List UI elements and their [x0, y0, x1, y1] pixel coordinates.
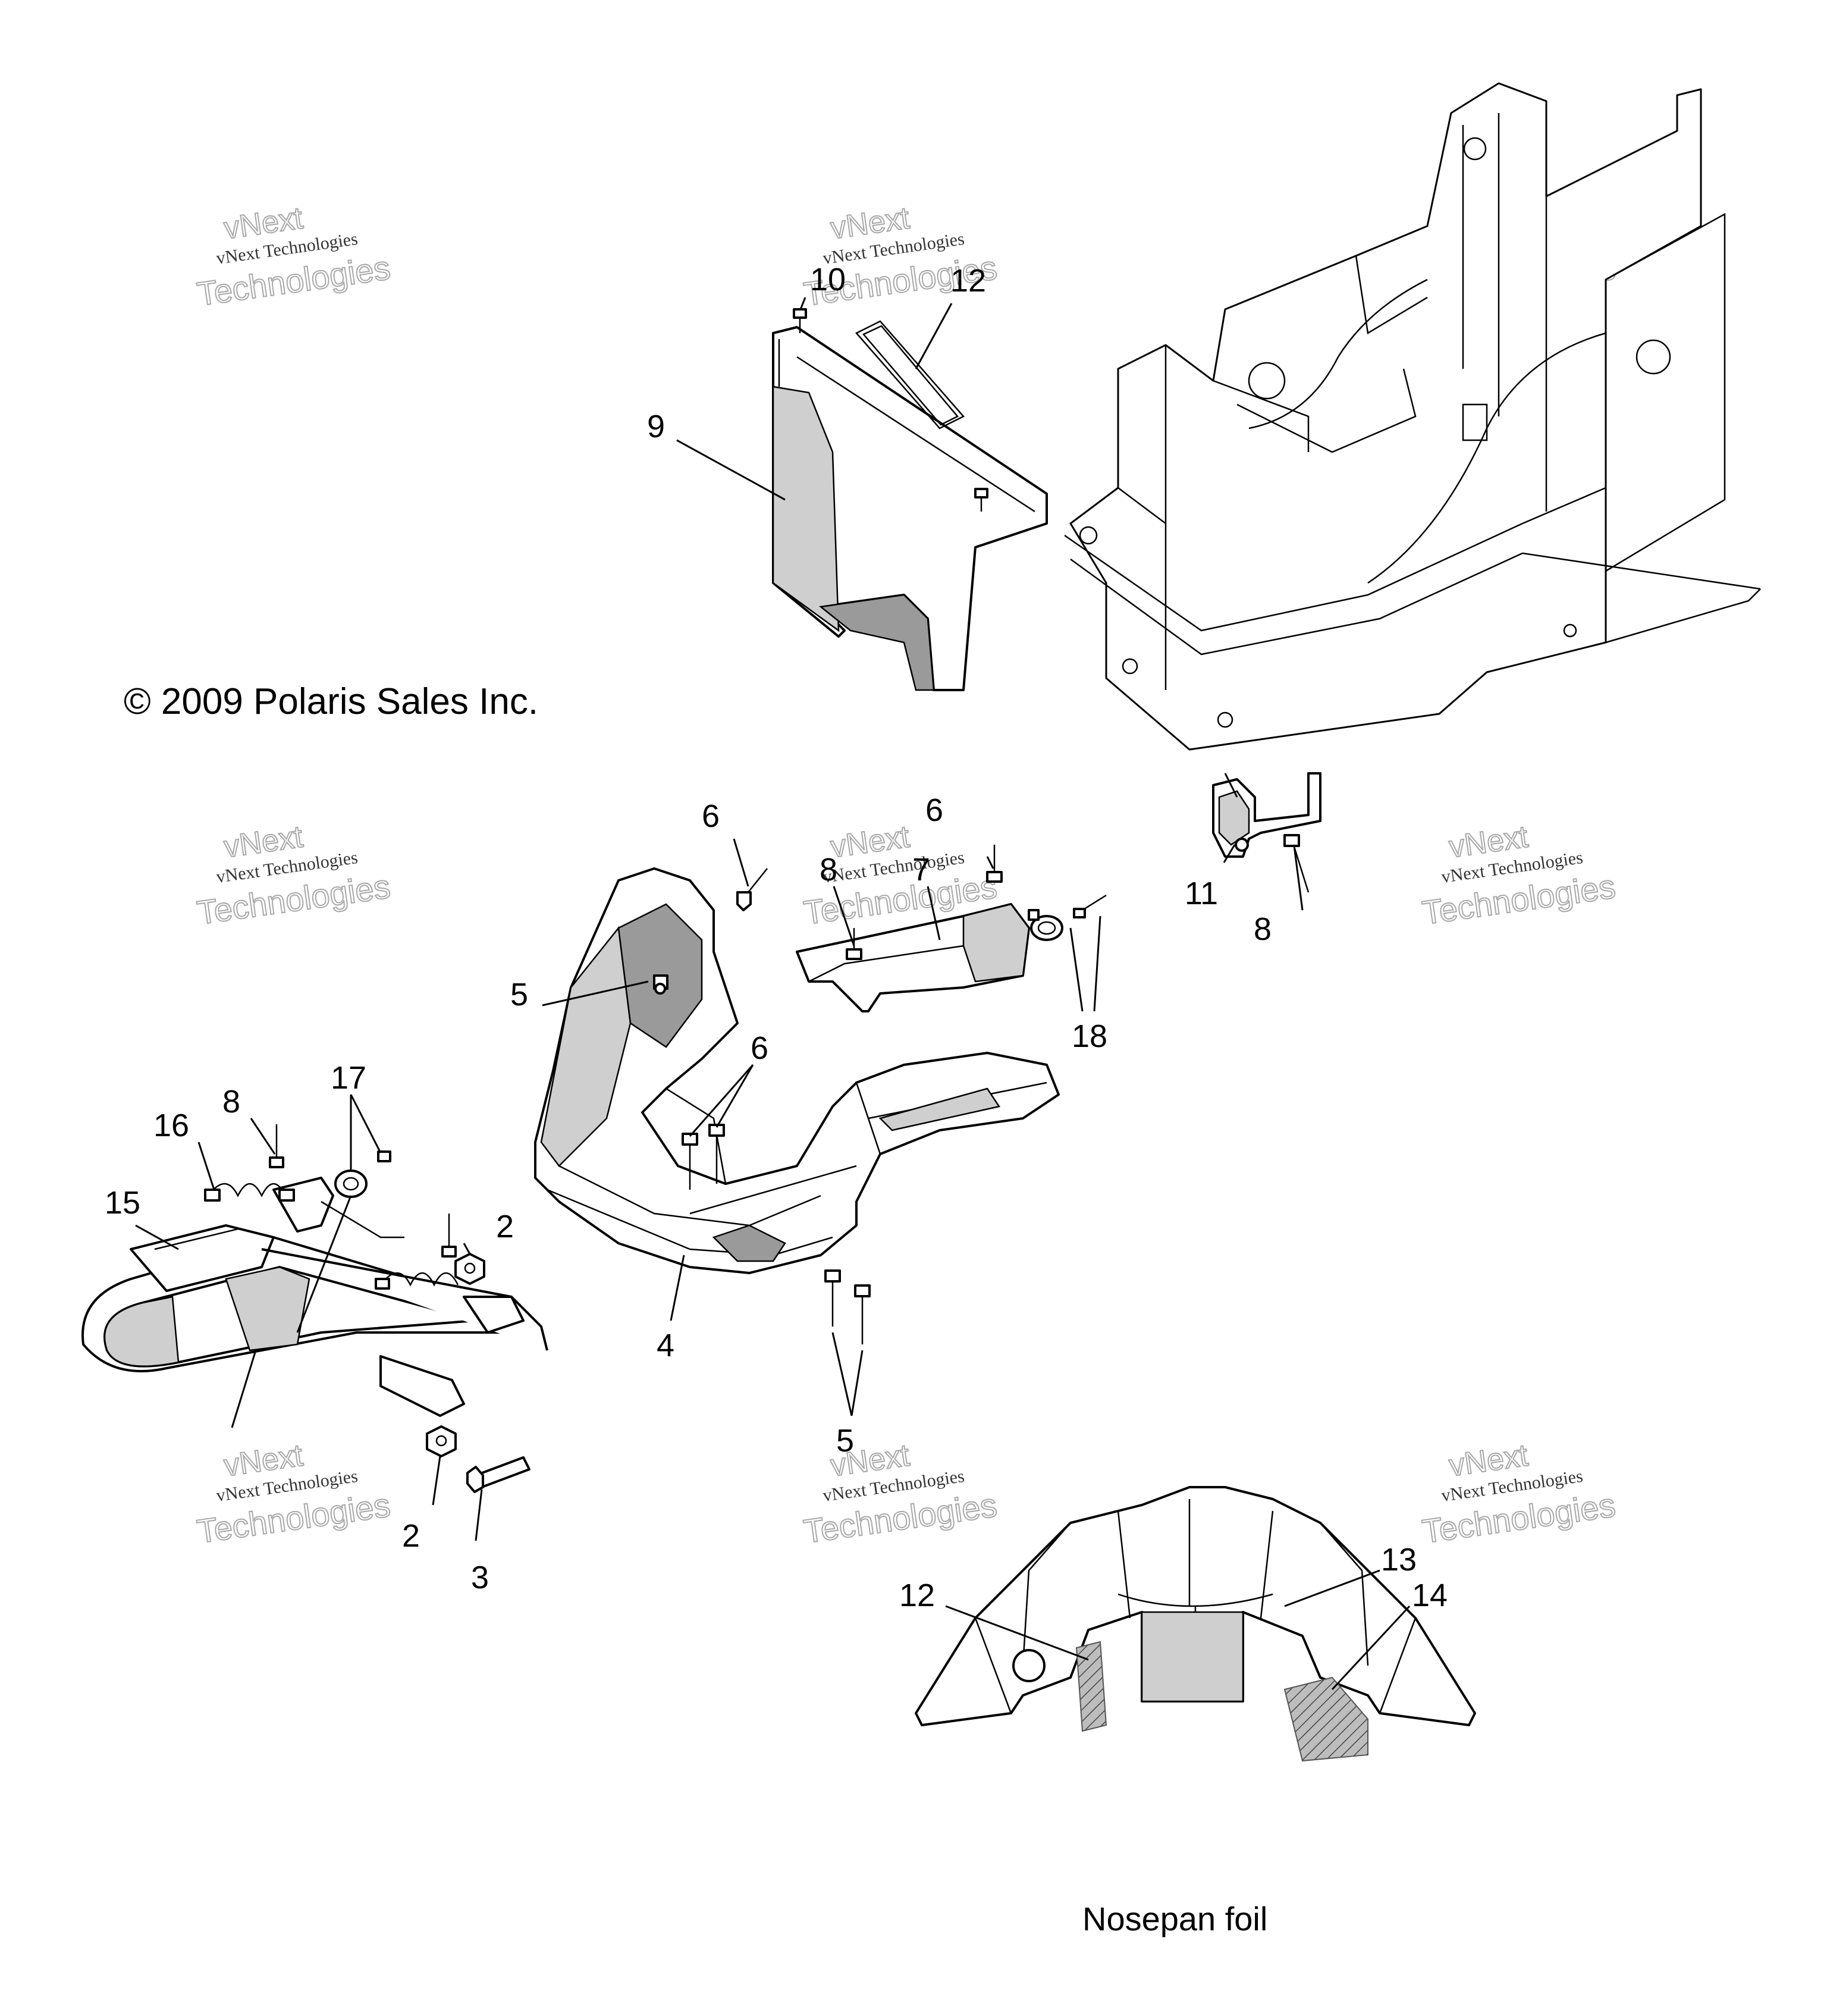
part-18-clamp — [1028, 894, 1107, 941]
part-2-nut-lower — [426, 1425, 457, 1457]
part-5-fasteners-pair — [824, 1269, 871, 1344]
part-12-foil-left — [1075, 1641, 1107, 1732]
copyright-notice: © 2009 Polaris Sales Inc. — [124, 681, 538, 722]
callout-6-pair: 6 — [751, 1030, 768, 1066]
callout-9: 9 — [647, 409, 665, 444]
watermark-9: vNext vNext Technologies Technologies — [1420, 1438, 1618, 1551]
part-8-screw-lower — [441, 1214, 457, 1258]
callout-18: 18 — [1072, 1018, 1107, 1054]
callout-17: 17 — [331, 1060, 366, 1096]
leader-lines — [135, 297, 1411, 1691]
callout-6-top: 6 — [702, 798, 720, 834]
callout-15: 15 — [105, 1185, 140, 1221]
chassis-frame — [1064, 82, 1761, 751]
part-5-fastener-upper — [653, 974, 668, 995]
watermark-8: vNext vNext Technologies Technologies — [801, 1438, 1000, 1551]
callout-2-lower: 2 — [402, 1518, 420, 1554]
callout-6-shield: 6 — [925, 792, 943, 828]
nosepan-foil-view — [915, 1486, 1476, 1726]
callout-7: 7 — [912, 852, 930, 888]
callout-14: 14 — [1412, 1578, 1448, 1613]
callout-11: 11 — [1185, 876, 1218, 911]
part-6-screw-shield — [986, 845, 1003, 883]
part-12-decal — [855, 320, 965, 429]
part-8-screw-spring — [269, 1124, 284, 1168]
callout-3: 3 — [471, 1560, 489, 1595]
callout-8-shield: 8 — [820, 852, 837, 888]
part-9-panel — [772, 326, 1048, 691]
watermark-6: vNext vNext Technologies Technologies — [1420, 819, 1618, 932]
callout-8-spring: 8 — [222, 1084, 240, 1120]
part-15-bumper — [81, 1177, 548, 1417]
callout-2-upper: 2 — [496, 1209, 514, 1244]
part-8-screw-bracket — [1283, 834, 1310, 893]
watermark-1: vNext vNext Technologies Technologies — [194, 200, 393, 313]
part-14-foil-right — [1283, 1676, 1368, 1762]
callout-16: 16 — [153, 1108, 189, 1143]
nosepan-foil-caption: Nosepan foil — [1082, 1900, 1267, 1937]
part-10-screw-a — [793, 308, 807, 333]
callout-13: 13 — [1381, 1542, 1417, 1578]
part-16-spring-lower — [375, 1272, 459, 1290]
part-17-clamp — [334, 1150, 391, 1198]
part-6-fastener-top — [736, 868, 768, 911]
part-2-nut-upper — [454, 1253, 485, 1285]
callout-5-lower: 5 — [836, 1423, 854, 1459]
callout-labels: 10 12 9 11 8 6 8 7 6 18 5 6 4 5 17 8 16 … — [105, 262, 1448, 1613]
callout-8-bracket: 8 — [1254, 911, 1272, 947]
callout-12-foil: 12 — [899, 1578, 935, 1613]
part-8-screw-shield — [846, 928, 862, 960]
part-7-shield — [796, 903, 1030, 1012]
callout-5-upper: 5 — [510, 977, 528, 1012]
watermark-7: vNext vNext Technologies Technologies — [194, 1438, 393, 1551]
part-10-screw-b — [974, 488, 988, 512]
callout-4: 4 — [657, 1328, 674, 1363]
part-6-fasteners-pair — [682, 1124, 725, 1190]
callout-10: 10 — [810, 262, 846, 297]
watermark-4: vNext vNext Technologies Technologies — [194, 819, 393, 932]
part-16-spring-top — [204, 1183, 295, 1202]
part-11-bracket — [1212, 772, 1321, 858]
part-3-bolt — [466, 1456, 530, 1493]
callout-12-top: 12 — [950, 263, 986, 299]
